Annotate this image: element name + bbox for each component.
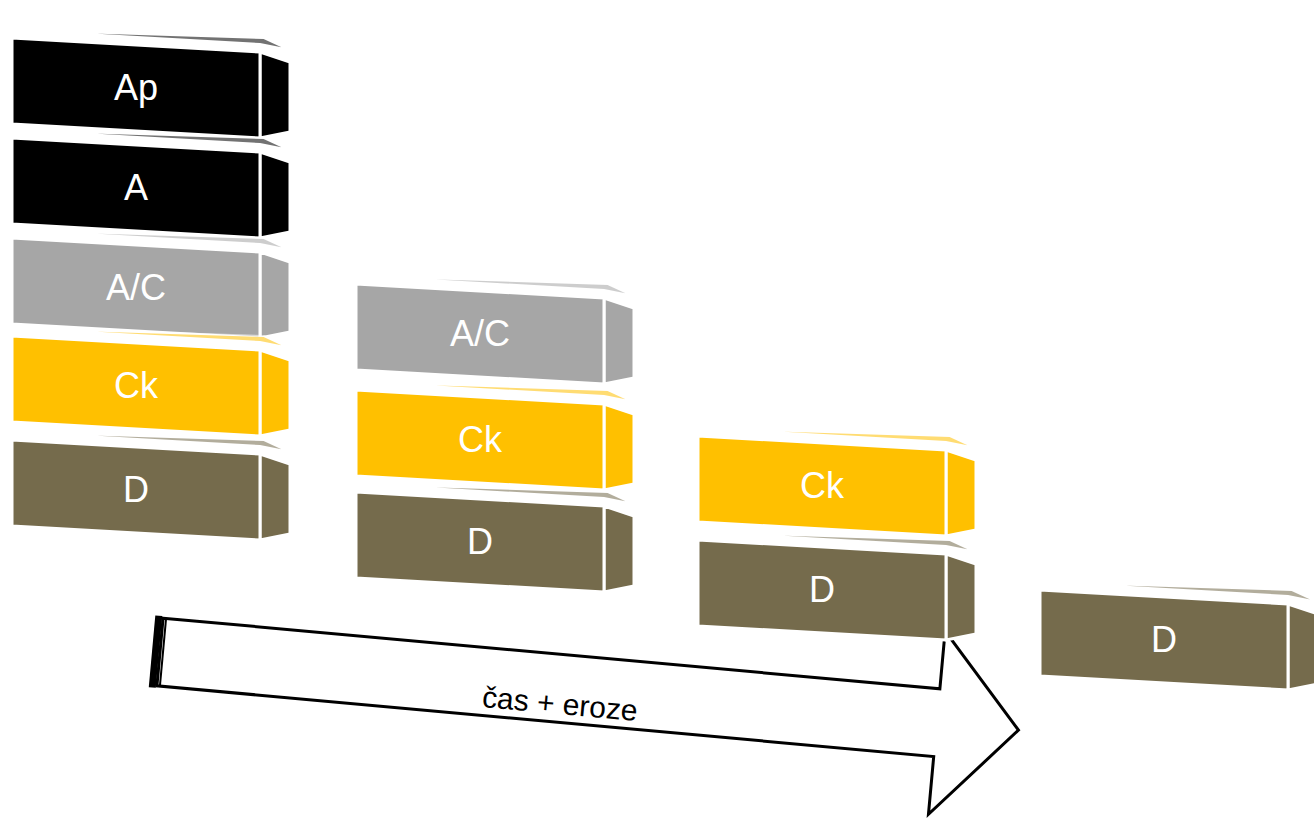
block-face: Ck [356,397,604,483]
soil-horizon-block: D [12,425,294,556]
block-shape [1040,575,1314,706]
soil-horizon-block: D [356,477,638,608]
block-face: Ck [698,443,946,529]
horizon-label: Ap [114,70,158,106]
horizon-label: D [809,572,835,608]
horizon-label: D [467,524,493,560]
horizon-label: Ck [800,468,844,504]
horizon-label: D [123,472,149,508]
soil-horizon-block: A/C [356,269,638,400]
block-face: A/C [12,245,260,331]
block-face: D [12,447,260,533]
block-face: A [12,145,260,231]
horizon-label: A/C [106,270,166,306]
horizon-label: A/C [450,316,510,352]
block-face: D [1040,597,1288,683]
block-shape [698,525,980,656]
horizon-label: Ck [458,422,502,458]
block-face: A/C [356,291,604,377]
soil-horizon-block: D [1040,575,1314,706]
horizon-label: A [124,170,148,206]
block-shape [356,477,638,608]
block-shape [12,425,294,556]
horizon-label: Ck [114,368,158,404]
block-face: Ap [12,45,260,131]
soil-horizon-block: D [698,525,980,656]
block-face: D [356,499,604,585]
block-face: D [698,547,946,633]
horizon-label: D [1151,622,1177,658]
block-face: Ck [12,343,260,429]
